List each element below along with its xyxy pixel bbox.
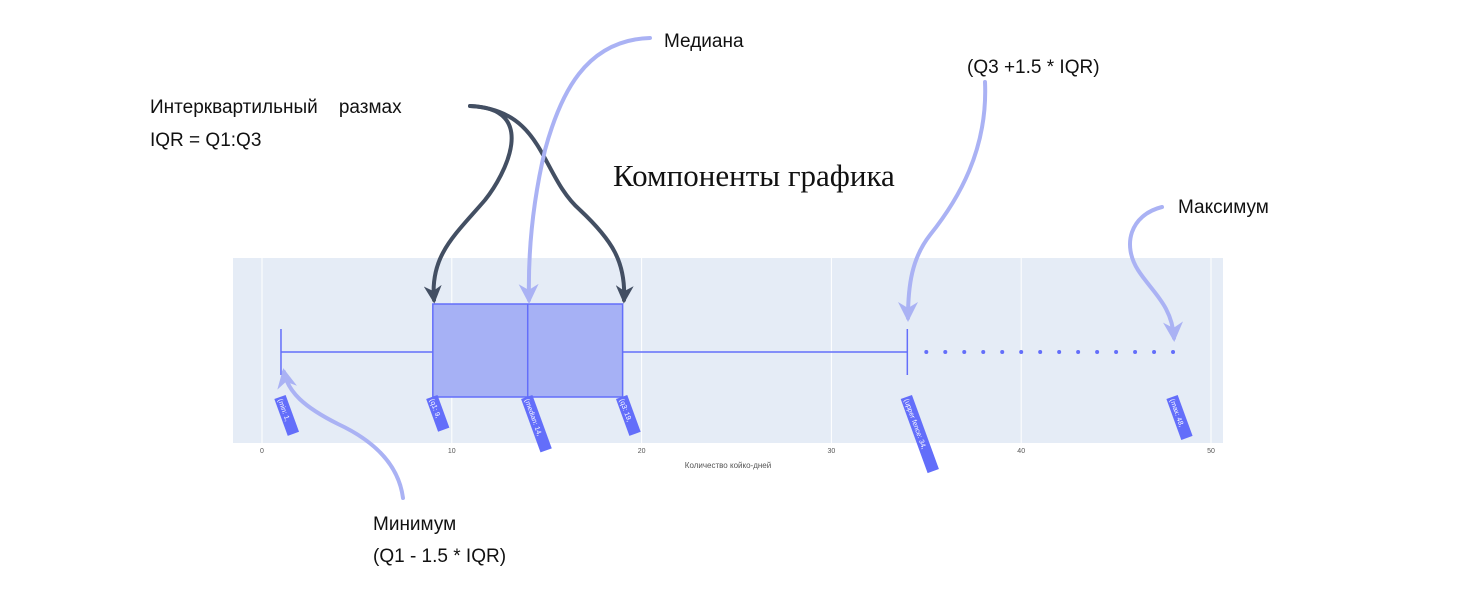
- outlier-points[interactable]: [924, 350, 1176, 354]
- outlier-point: [1038, 350, 1043, 354]
- outlier-point: [1076, 350, 1081, 354]
- hover-label-bg: [900, 394, 939, 474]
- hover-label-bg: [426, 394, 450, 432]
- x-tick-label: 0: [260, 448, 264, 455]
- minimum-label-line2: (Q1 - 1.5 * IQR): [373, 546, 506, 567]
- median-label: Медиана: [664, 31, 744, 52]
- x-tick-labels: 0 10 20 30 40 50: [260, 448, 1215, 455]
- hover-label-bg: [521, 394, 552, 453]
- median-arrow: [518, 36, 652, 304]
- box-plot[interactable]: [280, 303, 909, 398]
- x-axis-title: Количество койко-дней: [685, 461, 771, 470]
- outlier-point: [1171, 350, 1176, 354]
- x-tick-label: 50: [1207, 448, 1215, 455]
- x-tick-label: 30: [828, 448, 836, 455]
- hover-label-bg: [1166, 394, 1193, 441]
- outlier-point: [943, 350, 948, 354]
- minimum-arrow: [277, 368, 405, 500]
- iqr-arrow-to-q3: [468, 104, 634, 304]
- outlier-point: [1095, 350, 1100, 354]
- x-tick-label: 40: [1017, 448, 1025, 455]
- outlier-point: [1019, 350, 1024, 354]
- x-tick-label: 20: [638, 448, 646, 455]
- minimum-label-line1: Минимум: [373, 514, 456, 535]
- x-tick-label: 10: [448, 448, 456, 455]
- outlier-point: [981, 350, 986, 354]
- outlier-point: [1114, 350, 1119, 354]
- outlier-point: [1152, 350, 1157, 354]
- hover-label-bg: [615, 394, 641, 436]
- iqr-label-line1: Интерквартильный размах: [150, 97, 402, 118]
- outlier-point: [1057, 350, 1062, 354]
- iqr-label-line2: IQR = Q1:Q3: [150, 130, 261, 151]
- upper-fence-arrow: [898, 80, 988, 322]
- outlier-point: [962, 350, 967, 354]
- maximum-arrow: [1128, 205, 1184, 342]
- outlier-point: [924, 350, 929, 354]
- outlier-point: [1000, 350, 1005, 354]
- hover-label-bg: [274, 394, 300, 436]
- upper-fence-label: (Q3 +1.5 * IQR): [967, 57, 1100, 78]
- maximum-label: Максимум: [1178, 197, 1269, 218]
- iqr-arrow-to-q1: [423, 104, 514, 304]
- plot-area: [233, 258, 1223, 443]
- outlier-point: [1133, 350, 1138, 354]
- chart-title: Компоненты графика: [613, 158, 895, 193]
